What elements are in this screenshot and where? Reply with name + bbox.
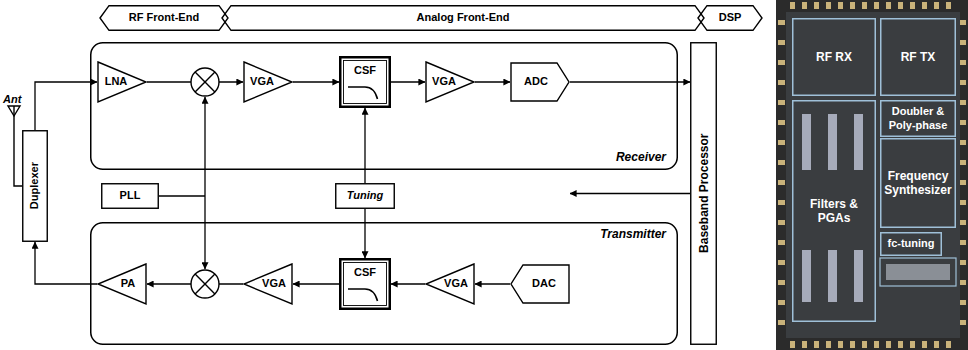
amplifier-triangle: PA <box>97 263 147 305</box>
signal-connector <box>475 283 510 284</box>
lo-wire <box>159 97 205 269</box>
signal-connector <box>35 242 97 284</box>
amplifier-triangle: LNA <box>97 61 147 103</box>
filter-box: CSF <box>339 56 391 108</box>
node-label: CSF <box>354 64 376 77</box>
antenna-label: Ant <box>3 93 21 105</box>
node-label: VGA <box>444 277 468 290</box>
node-label: Filters & PGAs <box>796 197 872 226</box>
block-title: Transmitter <box>600 227 666 241</box>
filter-box: CSF <box>339 258 391 310</box>
signal-connector <box>391 81 425 82</box>
node-label: DSP <box>719 11 742 24</box>
processor-box: Baseband Processor <box>690 42 717 345</box>
caption-holder: Transmitter <box>600 227 666 241</box>
node-label: LNA <box>105 75 128 88</box>
chip-block: RF RX <box>792 18 876 96</box>
amplifier-triangle: VGA <box>243 61 293 103</box>
duplexer-box: Duplexer <box>22 130 48 242</box>
node-label: Duplexer <box>28 162 41 209</box>
node-label: Doubler & Poly-phase <box>884 105 952 131</box>
converter-box: DAC <box>510 264 570 304</box>
node-label: PLL <box>120 189 141 202</box>
mixer-symbol <box>191 270 219 298</box>
chip-block: Filters & PGAs <box>792 100 876 322</box>
node-label: Frequency Synthesizer <box>884 169 952 198</box>
chip-block: Doubler & Poly-phase <box>880 100 956 137</box>
node-label: DAC <box>532 277 556 290</box>
chip-block: RF TX <box>880 18 956 96</box>
node-label: VGA <box>250 75 274 88</box>
signal-connector <box>293 81 339 82</box>
label-holder: Ant <box>3 89 21 107</box>
signal-connector <box>364 209 365 258</box>
node-label: fc-tuning <box>887 237 934 250</box>
signal-connector <box>35 82 97 130</box>
signal-connector <box>364 108 365 183</box>
node-label: CSF <box>354 266 376 279</box>
caption-holder: Receiver <box>616 150 666 164</box>
signal-connector <box>293 283 339 284</box>
node-label: PA <box>121 277 135 290</box>
signal-connector <box>570 81 690 82</box>
node-label: Tuning <box>347 189 383 202</box>
node-label: Analog Front-End <box>417 11 510 24</box>
node-outline <box>90 42 678 170</box>
node-label: RF Front-End <box>129 11 199 24</box>
amplifier-triangle: VGA <box>425 263 475 305</box>
signal-connector <box>391 283 425 284</box>
mixer-symbol <box>191 68 219 96</box>
chip-block: fc-tuning <box>880 232 942 256</box>
receiver-block: Receiver LNA VGA CSF VGA ADC <box>90 42 678 170</box>
node-label: Baseband Processor <box>696 134 710 253</box>
chip-photo <box>776 0 968 350</box>
antenna-symbol <box>8 106 22 186</box>
node-label: RF TX <box>901 50 936 64</box>
tuning-box: Tuning <box>335 183 395 209</box>
node-label: ADC <box>524 75 548 88</box>
amplifier-triangle: VGA <box>243 263 293 305</box>
node-outline <box>339 258 391 310</box>
lowpass-curve <box>348 289 377 301</box>
chip-block: Frequency Synthesizer <box>880 138 956 228</box>
converter-box: ADC <box>510 62 570 102</box>
node-label: VGA <box>432 75 456 88</box>
node-outline <box>339 56 391 108</box>
signal-connector <box>570 193 690 194</box>
amplifier-triangle: VGA <box>425 61 475 103</box>
signal-connector <box>475 81 510 82</box>
node-label: RF RX <box>816 50 852 64</box>
stage-band: DSP <box>698 5 762 31</box>
pll-box: PLL <box>101 183 159 209</box>
stage-band: Analog Front-End <box>222 5 704 31</box>
lowpass-curve <box>348 87 377 99</box>
transmitter-block: TransmitterPA VGA CSF VGA DAC <box>90 222 678 345</box>
stage-band: RF Front-End <box>100 5 228 31</box>
block-title: Receiver <box>616 150 666 164</box>
node-outline <box>90 222 678 345</box>
node-label: VGA <box>262 277 286 290</box>
